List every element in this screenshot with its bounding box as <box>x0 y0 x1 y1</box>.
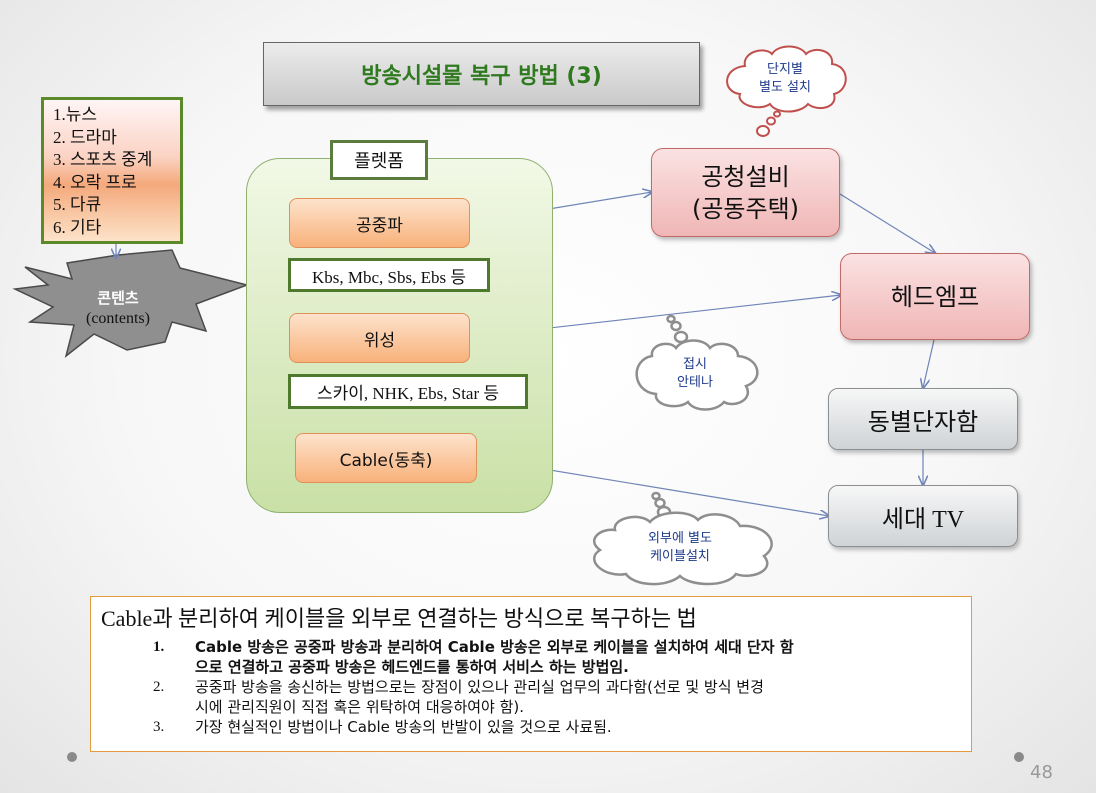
decor-dot-right <box>1014 752 1024 762</box>
item-number: 3. <box>153 719 165 735</box>
contents-label: 콘텐츠 <box>97 289 139 307</box>
cloud-per-complex-text: 단지별 별도 설치 <box>745 61 825 97</box>
content-item: 6. 기타 <box>53 217 102 237</box>
household-tv-node: 세대 TV <box>828 485 1018 547</box>
content-item: 5. 다큐 <box>53 195 102 214</box>
item-line: Cable 방송은 공중파 방송과 분리하여 Cable 방송은 외부로 케이블… <box>195 638 794 656</box>
headend-node: 헤드엠프 <box>840 253 1030 340</box>
summary-box: Cable과 분리하여 케이블을 외부로 연결하는 방식으로 복구하는 법 1.… <box>90 596 972 752</box>
terrestrial-channels: Kbs, Mbc, Sbs, Ebs 등 <box>288 258 490 292</box>
cloud-line: 외부에 별도 <box>648 531 712 546</box>
cloud-line: 단지별 <box>767 62 803 77</box>
item-text: 가장 현실적인 방법이나 Cable 방송의 반발이 있을 것으로 사료됨. <box>195 717 612 737</box>
cloud-cable-outside-text: 외부에 별도 케이블설치 <box>625 530 735 566</box>
cloud-per-complex <box>726 45 847 137</box>
cloud-line: 별도 설치 <box>759 80 811 95</box>
content-item: 2. 드라마 <box>53 127 117 147</box>
content-type-list: 1.뉴스 2. 드라마 3. 스포츠 중계 4. 오락 프로 5. 다큐 6. … <box>41 97 183 244</box>
summary-item: 2. 공중파 방송을 송신하는 방법으로는 장점이 있으나 관리실 업무의 과다… <box>153 677 961 717</box>
junction-box-node: 동별단자함 <box>828 388 1018 450</box>
arrow-headend-to-junction <box>923 339 935 388</box>
arrow-common-to-headend <box>839 193 935 253</box>
satellite-node: 위성 <box>289 313 470 363</box>
cloud-dish <box>635 314 759 411</box>
satellite-channels: 스카이, NHK, Ebs, Star 등 <box>288 374 528 409</box>
content-item: 1.뉴스 <box>53 105 98 124</box>
summary-heading: Cable과 분리하여 케이블을 외부로 연결하는 방식으로 복구하는 법 <box>101 606 697 631</box>
terrestrial-node: 공중파 <box>289 198 470 248</box>
item-number: 2. <box>153 679 165 695</box>
item-line: 가장 현실적인 방법이나 Cable 방송의 반발이 있을 것으로 사료됨. <box>195 718 612 736</box>
summary-item: 3. 가장 현실적인 방법이나 Cable 방송의 반발이 있을 것으로 사료됨… <box>153 717 961 737</box>
item-line: 으로 연결하고 공중파 방송은 헤드엔드를 통하여 서비스 하는 방법임. <box>195 658 629 676</box>
contents-starburst <box>12 249 250 358</box>
slide-title: 방송시설물 복구 방법 (3) <box>263 42 700 106</box>
item-line: 시에 관리직원이 직접 혹은 위탁하여 대응하여야 함). <box>195 698 525 716</box>
cloud-cable-outside <box>593 491 773 586</box>
common-facility-node: 공청설비 (공동주택) <box>651 148 840 237</box>
cloud-line: 접시 <box>683 357 707 372</box>
item-line: 공중파 방송을 송신하는 방법으로는 장점이 있으나 관리실 업무의 과다함(선… <box>195 678 764 696</box>
item-text: Cable 방송은 공중파 방송과 분리하여 Cable 방송은 외부로 케이블… <box>195 637 794 677</box>
cloud-line: 케이블설치 <box>650 549 710 564</box>
content-item: 3. 스포츠 중계 <box>53 150 153 169</box>
item-text: 공중파 방송을 송신하는 방법으로는 장점이 있으나 관리실 업무의 과다함(선… <box>195 677 764 717</box>
summary-item: 1. Cable 방송은 공중파 방송과 분리하여 Cable 방송은 외부로 … <box>153 637 961 677</box>
decor-dot-left <box>67 752 77 762</box>
platform-label: 플렛폼 <box>330 140 428 180</box>
cloud-line: 안테나 <box>677 375 713 390</box>
cable-node: Cable(동축) <box>295 433 477 483</box>
cloud-dish-text: 접시 안테나 <box>655 356 735 392</box>
common-facility-sublabel: (공동주택) <box>691 194 800 223</box>
common-facility-label: 공청설비 <box>701 162 790 191</box>
content-item: 4. 오락 프로 <box>53 172 137 192</box>
page-number: 48 <box>1030 762 1053 783</box>
contents-sublabel: (contents) <box>86 310 150 327</box>
item-number: 1. <box>153 639 165 655</box>
